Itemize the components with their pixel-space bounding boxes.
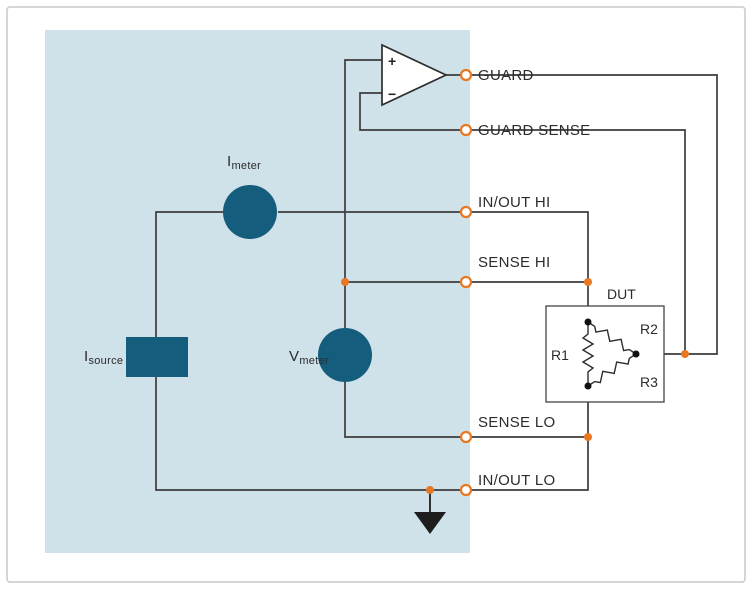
terminal-guard-sense	[459, 123, 473, 137]
terminal-label-sense-hi: SENSE HI	[478, 254, 550, 271]
opamp-minus-input-label: −	[388, 86, 396, 102]
current-source-label: Isource	[84, 348, 123, 367]
terminal-in-out-hi	[459, 205, 473, 219]
resistor-r2-symbol	[587, 321, 637, 355]
current-meter-symbol	[223, 185, 277, 239]
instrument-region	[45, 30, 470, 553]
terminal-sense-hi	[459, 275, 473, 289]
volt-meter-label: Vmeter	[289, 348, 329, 367]
resistor-r3-label: R3	[640, 374, 658, 390]
dut-right-node-dot	[632, 350, 640, 358]
dut-lo-junction-dot	[584, 433, 592, 441]
ground-icon	[414, 512, 446, 534]
dut-top-node-dot	[584, 318, 592, 326]
dut-box	[545, 305, 665, 403]
terminal-label-in-out-hi: IN/OUT HI	[478, 194, 550, 211]
ground-junction-dot	[426, 486, 434, 494]
terminal-label-sense-lo: SENSE LO	[478, 414, 555, 431]
terminal-guard	[459, 68, 473, 82]
dut-label: DUT	[607, 286, 636, 302]
resistor-r1-symbol	[581, 322, 595, 386]
terminal-label-in-out-lo: IN/OUT LO	[478, 472, 555, 489]
i-meter-to-source-wire	[155, 211, 223, 337]
terminal-label-guard-sense: GUARD SENSE	[478, 122, 591, 139]
sense-hi-junction-dot	[341, 278, 349, 286]
opamp-plus-sense-wire	[344, 59, 382, 328]
resistor-r2-label: R2	[640, 321, 658, 337]
dut-hi-junction-dot	[584, 278, 592, 286]
dut-bottom-node-dot	[584, 382, 592, 390]
guard-wire	[446, 74, 718, 355]
current-source-symbol	[126, 337, 188, 377]
guard-buffer-opamp	[381, 43, 449, 107]
guard-sense-wire	[359, 92, 686, 354]
in-out-lo-wire	[155, 377, 589, 491]
resistor-r3-symbol	[587, 353, 637, 387]
terminal-label-guard: GUARD	[478, 67, 534, 84]
opamp-plus-input-label: +	[388, 53, 396, 69]
volt-meter-symbol	[318, 328, 372, 382]
current-meter-label: Imeter	[227, 153, 261, 172]
terminal-sense-lo	[459, 430, 473, 444]
resistor-r1-label: R1	[551, 347, 569, 363]
guard-junction-dot	[681, 350, 689, 358]
terminal-in-out-lo	[459, 483, 473, 497]
